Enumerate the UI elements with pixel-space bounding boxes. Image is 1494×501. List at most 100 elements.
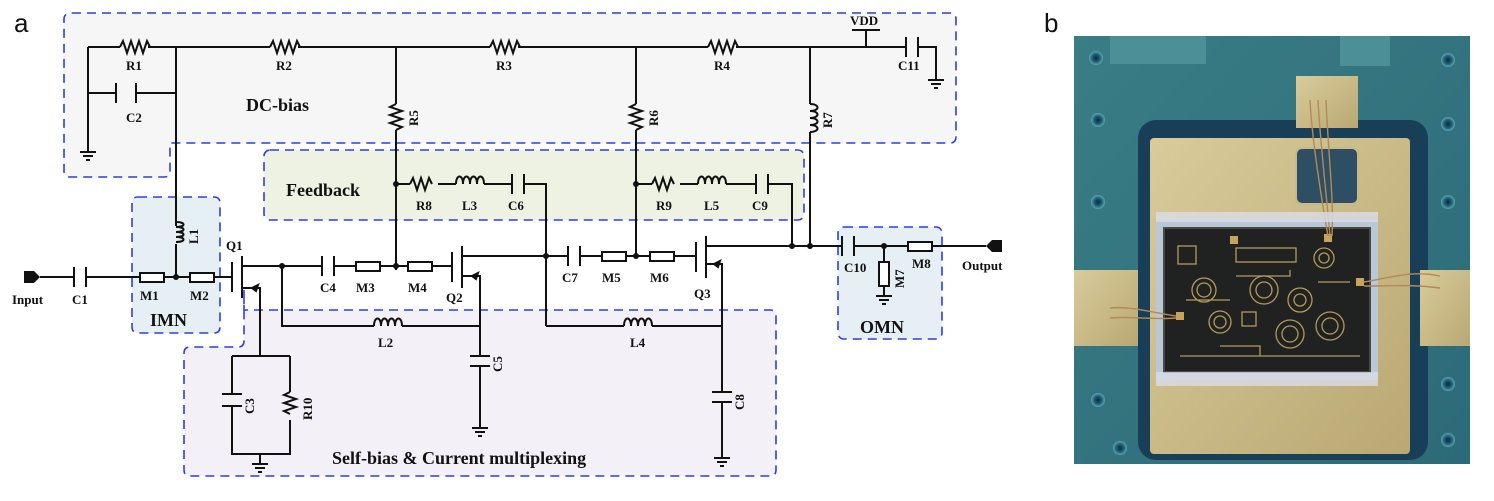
input-port: [24, 271, 40, 283]
inductor-l5: [697, 175, 727, 185]
label-r5: R5: [406, 110, 421, 126]
capacitor-c11: [905, 37, 919, 57]
label-output: Output: [962, 258, 1003, 273]
capacitor-c9: [755, 174, 769, 194]
feedback-label: Feedback: [286, 180, 360, 200]
inductor-l3: [455, 175, 485, 185]
junction-dot: [807, 243, 813, 249]
label-r6: R6: [646, 110, 661, 126]
junction-dot: [543, 253, 549, 259]
resistor-r4: [707, 37, 739, 57]
resistor-r1: [119, 37, 151, 57]
ground-symbol: [80, 151, 96, 161]
line-m5: [601, 251, 627, 262]
resistor-r9: [651, 174, 675, 194]
label-m1: M1: [140, 288, 159, 303]
resistor-r3: [489, 37, 521, 57]
output-port: [986, 240, 1002, 252]
label-l3: L3: [462, 198, 478, 213]
dc-bias-region: [63, 12, 957, 178]
capacitor-c5: [470, 355, 490, 428]
label-r8: R8: [416, 198, 432, 213]
pcb-vias: [1089, 51, 1455, 455]
line-m3: [355, 261, 381, 272]
junction-dot: [633, 253, 639, 259]
line-m2: [189, 272, 215, 283]
label-r10: R10: [300, 398, 315, 420]
label-r3: R3: [496, 58, 512, 73]
junction-dot: [789, 243, 795, 249]
line-m8: [907, 241, 933, 252]
label-m2: M2: [190, 288, 209, 303]
junction-dot: [173, 274, 179, 280]
ground-symbol: [714, 457, 730, 467]
ground-symbol: [876, 295, 892, 305]
inductor-l2: [373, 317, 403, 327]
line-m7: [878, 261, 890, 287]
label-input: Input: [12, 292, 44, 307]
label-m8: M8: [912, 256, 931, 271]
label-m6: M6: [650, 270, 669, 285]
line-m6: [649, 251, 675, 262]
label-c10: C10: [844, 260, 866, 275]
label-c6: C6: [508, 198, 524, 213]
capacitor-c8: [712, 391, 732, 458]
label-c11: C11: [898, 58, 920, 73]
transistor-q3: [695, 236, 842, 392]
label-r2: R2: [276, 58, 292, 73]
label-c1: C1: [72, 292, 88, 307]
capacitor-c7: [567, 246, 581, 266]
dc-bias-label: DC-bias: [246, 95, 309, 115]
ground-symbol: [472, 427, 488, 437]
label-c5: C5: [490, 356, 505, 372]
label-c4: C4: [320, 280, 336, 295]
label-l5: L5: [704, 198, 720, 213]
label-l1: L1: [186, 229, 201, 244]
label-c8: C8: [732, 394, 747, 410]
label-r9: R9: [656, 198, 672, 213]
label-c9: C9: [752, 198, 768, 213]
capacitor-c10: [841, 236, 855, 256]
ground-symbol: [928, 79, 944, 89]
chip-photo: [1074, 36, 1470, 464]
feedback-wires: [396, 183, 793, 326]
resistor-r10: [280, 391, 300, 415]
inductor-l1: [175, 221, 185, 243]
junction-dot: [633, 181, 639, 187]
label-q3: Q3: [694, 286, 711, 301]
capacitor-c2: [115, 83, 137, 103]
transistor-q2: [451, 246, 568, 356]
capacitor-c6: [511, 174, 525, 194]
resistor-r8: [409, 174, 433, 194]
label-l2: L2: [378, 335, 393, 350]
inductor-l4: [623, 317, 653, 327]
label-r4: R4: [714, 58, 730, 73]
stage1-wires: [281, 265, 480, 327]
label-q1: Q1: [226, 238, 243, 253]
capacitor-c4: [321, 256, 335, 276]
junction-dot: [393, 181, 399, 187]
label-r7: R7: [820, 112, 835, 128]
panel-label-b: b: [1044, 8, 1058, 38]
label-m5: M5: [602, 270, 621, 285]
label-l4: L4: [630, 335, 646, 350]
junction-dot: [881, 243, 887, 249]
panel-label-a: a: [14, 8, 29, 38]
label-c2: C2: [126, 110, 142, 125]
label-r1: R1: [126, 58, 142, 73]
label-c3: C3: [242, 398, 257, 414]
imn-label: IMN: [150, 310, 187, 330]
dc-rail-wires: [87, 30, 937, 270]
self-bias-rc: [222, 355, 291, 464]
label-vdd: VDD: [850, 13, 878, 28]
omn-label: OMN: [860, 317, 904, 337]
label-m7: M7: [892, 269, 907, 288]
label-q2: Q2: [446, 290, 463, 305]
capacitor-c1: [73, 267, 87, 287]
transistor-q1: [231, 256, 282, 356]
label-c7: C7: [562, 270, 578, 285]
ground-symbol: [252, 463, 268, 473]
self-bias-label: Self-bias & Current multiplexing: [332, 448, 586, 468]
label-m4: M4: [408, 280, 427, 295]
